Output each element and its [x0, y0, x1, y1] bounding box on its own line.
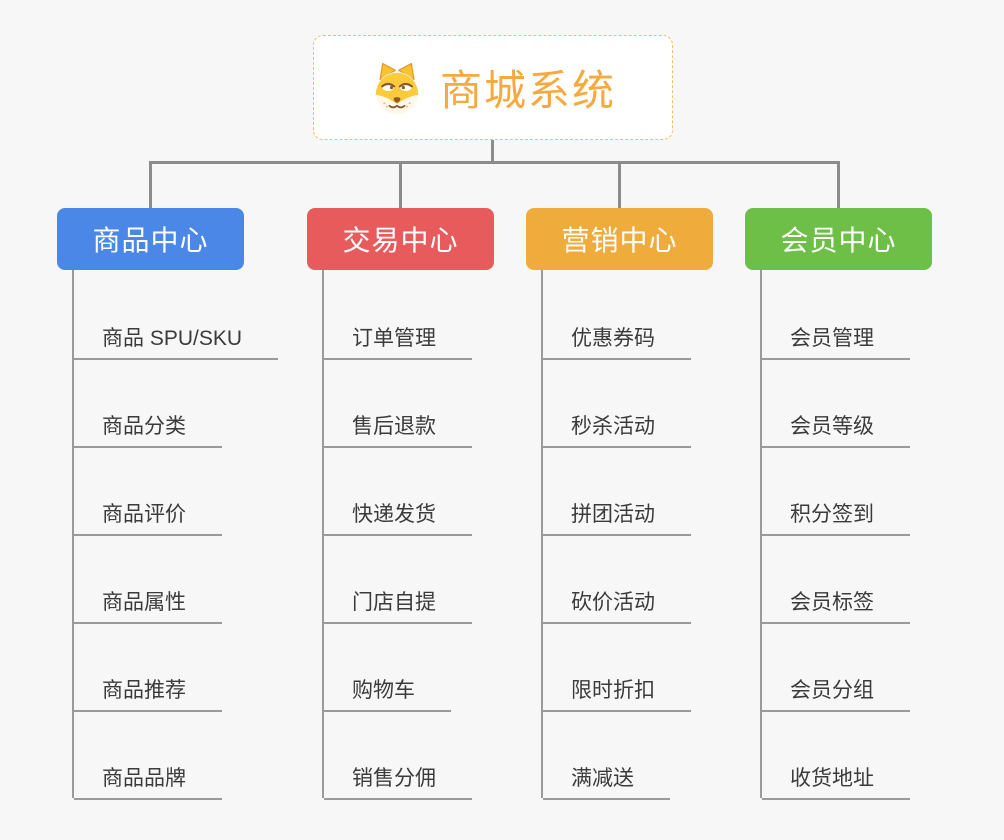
- connector-drop-trade: [399, 161, 402, 208]
- dog-icon: [375, 62, 419, 114]
- subtopic-item[interactable]: 会员等级: [762, 358, 910, 448]
- subtopic-item[interactable]: 满减送: [543, 710, 691, 800]
- subtopic-item[interactable]: 售后退款: [324, 358, 472, 448]
- branch-column-product-center: 商品中心 商品 SPU/SKU 商品分类 商品评价 商品属性 商品推荐 商品品牌: [57, 208, 307, 800]
- branch-node-marketing-center[interactable]: 营销中心: [526, 208, 713, 270]
- subtopic-label: 售后退款: [324, 410, 472, 448]
- subtopic-label: 秒杀活动: [543, 410, 691, 448]
- connector-horizontal: [149, 161, 840, 164]
- subtopic-label: 门店自提: [324, 586, 472, 624]
- subtopic-label: 商品评价: [74, 498, 222, 536]
- children-product-center: 商品 SPU/SKU 商品分类 商品评价 商品属性 商品推荐 商品品牌: [72, 270, 279, 800]
- subtopic-item[interactable]: 会员管理: [762, 270, 910, 360]
- subtopic-item[interactable]: 订单管理: [324, 270, 472, 360]
- branch-node-trade-center[interactable]: 交易中心: [307, 208, 494, 270]
- subtopic-label: 销售分佣: [324, 762, 472, 800]
- subtopic-label: 限时折扣: [543, 674, 691, 712]
- subtopic-item[interactable]: 拼团活动: [543, 446, 691, 536]
- subtopic-item[interactable]: 商品 SPU/SKU: [74, 270, 279, 360]
- root-node-mall-system[interactable]: 商城系统: [313, 35, 673, 140]
- subtopic-item[interactable]: 商品分类: [74, 358, 278, 448]
- subtopic-item[interactable]: 商品评价: [74, 446, 278, 536]
- subtopic-label: 会员管理: [762, 322, 910, 360]
- branch-node-member-center[interactable]: 会员中心: [745, 208, 932, 270]
- root-title: 商城系统: [439, 67, 616, 114]
- subtopic-label: 商品属性: [74, 586, 222, 624]
- subtopic-item[interactable]: 积分签到: [762, 446, 910, 536]
- subtopic-item[interactable]: 商品属性: [74, 534, 278, 624]
- subtopic-item[interactable]: 限时折扣: [543, 622, 691, 712]
- subtopic-label: 商品分类: [74, 410, 222, 448]
- subtopic-item[interactable]: 商品推荐: [74, 622, 278, 712]
- subtopic-item[interactable]: 销售分佣: [324, 710, 472, 800]
- connector-drop-product: [149, 161, 152, 208]
- subtopic-item[interactable]: 会员分组: [762, 622, 910, 712]
- branch-column-marketing-center: 营销中心 优惠券码 秒杀活动 拼团活动 砍价活动 限时折扣 满减送: [526, 208, 776, 800]
- subtopic-item[interactable]: 会员标签: [762, 534, 910, 624]
- subtopic-label: 商品推荐: [74, 674, 222, 712]
- subtopic-label: 砍价活动: [543, 586, 691, 624]
- subtopic-item[interactable]: 优惠券码: [543, 270, 691, 360]
- children-trade-center: 订单管理 售后退款 快递发货 门店自提 购物车 销售分佣: [322, 270, 472, 800]
- subtopic-item[interactable]: 收货地址: [762, 710, 910, 800]
- subtopic-label: 拼团活动: [543, 498, 691, 536]
- subtopic-label: 快递发货: [324, 498, 472, 536]
- children-marketing-center: 优惠券码 秒杀活动 拼团活动 砍价活动 限时折扣 满减送: [541, 270, 691, 800]
- subtopic-label: 满减送: [543, 762, 670, 800]
- subtopic-item[interactable]: 快递发货: [324, 446, 472, 536]
- subtopic-item[interactable]: 砍价活动: [543, 534, 691, 624]
- subtopic-label: 订单管理: [324, 322, 472, 360]
- subtopic-label: 会员等级: [762, 410, 910, 448]
- subtopic-label: 会员分组: [762, 674, 910, 712]
- connector-drop-member: [837, 161, 840, 208]
- subtopic-label: 优惠券码: [543, 322, 691, 360]
- subtopic-item[interactable]: 秒杀活动: [543, 358, 691, 448]
- connector-drop-marketing: [618, 161, 621, 208]
- subtopic-label: 购物车: [324, 674, 451, 712]
- subtopic-label: 商品 SPU/SKU: [74, 322, 279, 360]
- subtopic-item[interactable]: 购物车: [324, 622, 472, 712]
- subtopic-label: 商品品牌: [74, 762, 222, 800]
- connector-root-stub: [491, 140, 494, 163]
- branch-column-member-center: 会员中心 会员管理 会员等级 积分签到 会员标签 会员分组 收货地址: [745, 208, 995, 800]
- subtopic-item[interactable]: 门店自提: [324, 534, 472, 624]
- subtopic-label: 收货地址: [762, 762, 910, 800]
- subtopic-item[interactable]: 商品品牌: [74, 710, 278, 800]
- branch-column-trade-center: 交易中心 订单管理 售后退款 快递发货 门店自提 购物车 销售分佣: [307, 208, 557, 800]
- subtopic-label: 积分签到: [762, 498, 910, 536]
- subtopic-label: 会员标签: [762, 586, 910, 624]
- branch-node-product-center[interactable]: 商品中心: [57, 208, 244, 270]
- children-member-center: 会员管理 会员等级 积分签到 会员标签 会员分组 收货地址: [760, 270, 910, 800]
